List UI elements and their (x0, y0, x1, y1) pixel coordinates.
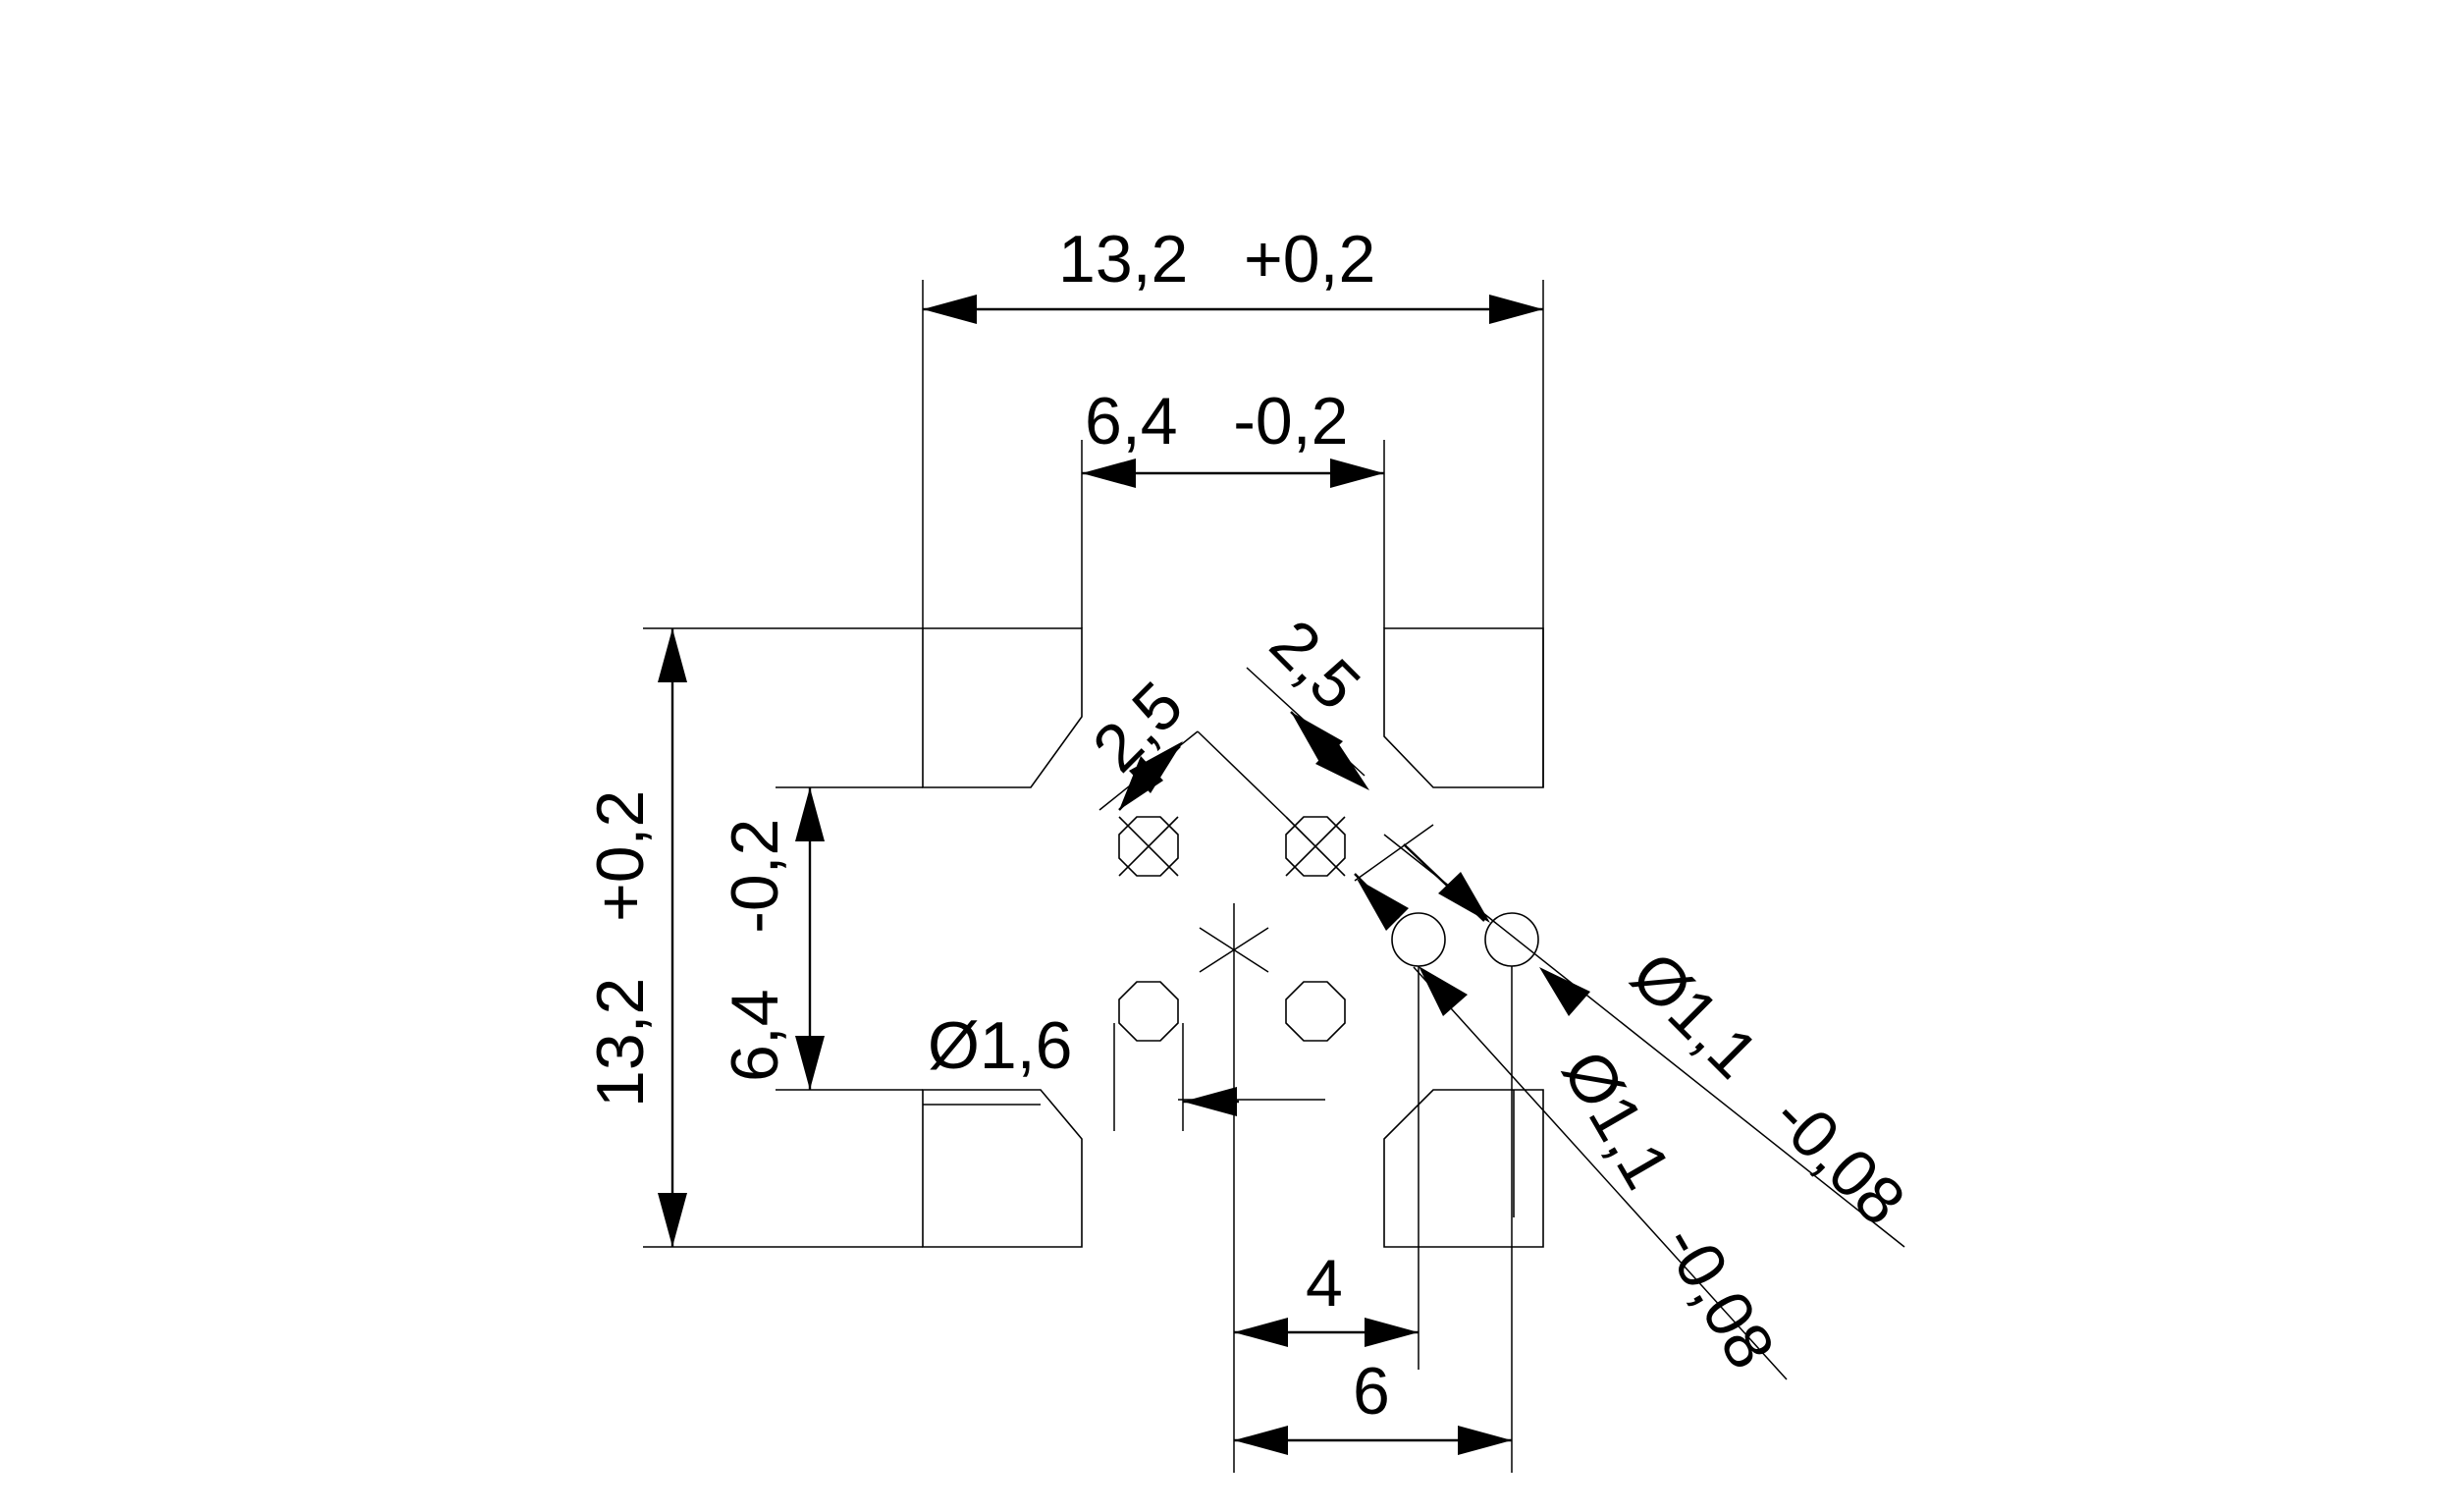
pad-bottom-right (1285, 981, 1346, 1042)
pad-top-left (1118, 816, 1179, 877)
pad-top-right (1285, 816, 1346, 877)
extension-lines (643, 280, 1905, 1473)
corner-block-top-right (1383, 627, 1544, 788)
pad-bottom-left (1118, 981, 1179, 1042)
label-left-inner: 6,4 -0,2 (718, 819, 792, 1082)
label-pad-diameter: Ø1,6 (928, 1008, 1072, 1083)
hole-left (1391, 912, 1446, 967)
label-pitch-right: 2,5 (1256, 606, 1374, 725)
corner-block-top-left (922, 627, 1083, 788)
pads (1118, 816, 1346, 1042)
arrowheads (658, 295, 1590, 1455)
label-bottom-outer: 6 (1353, 1354, 1390, 1429)
body-outline (922, 627, 1544, 1248)
corner-block-bottom-left (922, 1089, 1083, 1248)
center-lines (1178, 903, 1325, 1473)
label-top-inner: 6,4 -0,2 (1085, 384, 1348, 459)
label-pitch-left: 2,5 (1079, 668, 1198, 786)
label-bottom-inner: 4 (1306, 1246, 1343, 1321)
label-left-outer: 13,2 +0,2 (583, 790, 658, 1107)
label-top-outer: 13,2 +0,2 (1058, 222, 1375, 297)
corner-block-bottom-right (1383, 1089, 1544, 1248)
